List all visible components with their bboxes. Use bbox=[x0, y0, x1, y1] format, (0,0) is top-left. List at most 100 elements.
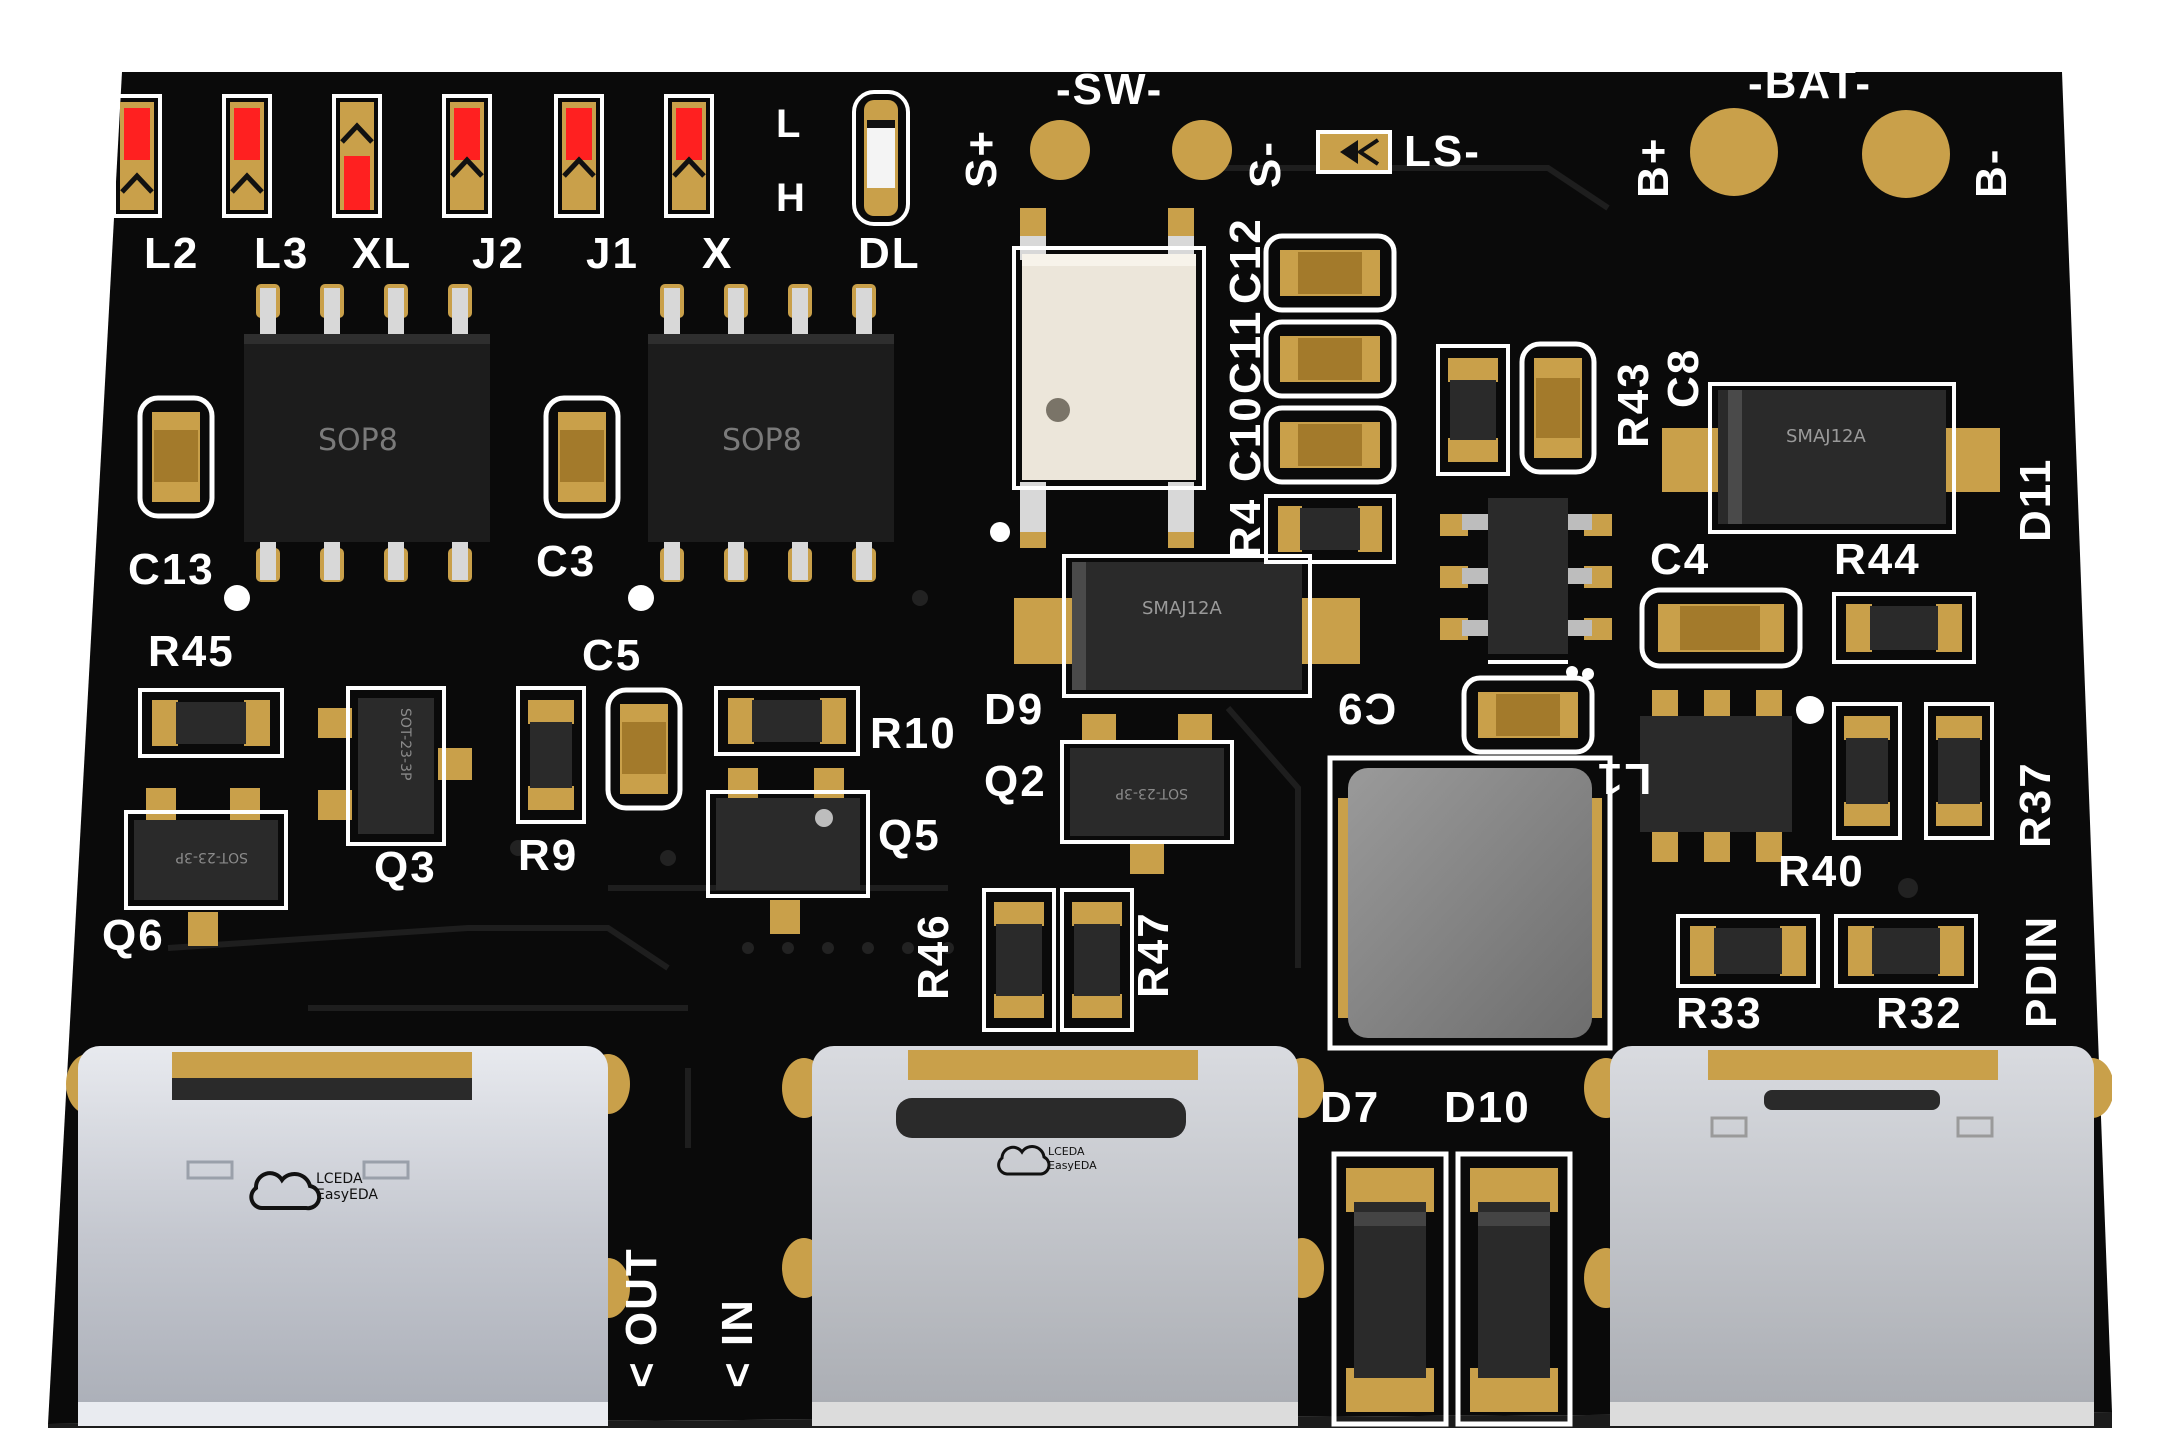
diode-d10 bbox=[1455, 1151, 1573, 1427]
cap-c12 bbox=[1263, 233, 1397, 313]
res-r46-r47 bbox=[982, 888, 1134, 1032]
logo-text-2: EasyEDA bbox=[316, 1187, 378, 1203]
transistor-q5 bbox=[706, 768, 870, 934]
label-d7: D7 bbox=[1320, 1083, 1381, 1132]
label-j2: J2 bbox=[472, 229, 525, 278]
transistor-q3 bbox=[318, 686, 472, 846]
label-d10: D10 bbox=[1444, 1083, 1531, 1132]
logo-text-3: LCEDA bbox=[1048, 1145, 1085, 1158]
label-r45: R45 bbox=[148, 627, 235, 676]
tvs-d9 bbox=[1014, 554, 1360, 698]
label-c13: C13 bbox=[128, 545, 215, 594]
res-r43 bbox=[1436, 344, 1510, 476]
chip-smaj-d11: SMAJ12A bbox=[1786, 426, 1866, 447]
res-r44 bbox=[1832, 592, 1976, 664]
ic-sot6 bbox=[1440, 498, 1612, 680]
res-r4 bbox=[1264, 494, 1396, 564]
label-j1: J1 bbox=[586, 229, 639, 278]
label-xl: XL bbox=[352, 229, 413, 278]
label-c5: C5 bbox=[582, 631, 643, 680]
inductor-l1 bbox=[1327, 755, 1613, 1051]
label-c12: C12 bbox=[1221, 217, 1270, 304]
easyeda-logo-icon bbox=[249, 1171, 322, 1211]
chip-sop8-left: SOP8 bbox=[318, 423, 398, 458]
cap-c8 bbox=[1519, 341, 1597, 475]
easyeda-logo-icon-2 bbox=[997, 1145, 1051, 1176]
res-pair-r37 bbox=[1832, 702, 1994, 840]
label-x: X bbox=[702, 229, 734, 278]
res-r33 bbox=[1676, 914, 1820, 988]
res-r32 bbox=[1834, 914, 1978, 988]
label-in: < IN bbox=[713, 1298, 762, 1388]
transistor-q6 bbox=[124, 788, 288, 946]
label-q3: Q3 bbox=[374, 843, 437, 892]
cap-c13 bbox=[137, 395, 215, 519]
label-r37: R37 bbox=[2011, 761, 2060, 848]
label-d9: D9 bbox=[984, 685, 1045, 734]
label-l3: L3 bbox=[254, 229, 310, 278]
res-r10 bbox=[714, 686, 860, 756]
label-r46: R46 bbox=[909, 913, 958, 1000]
label-q6: Q6 bbox=[102, 911, 165, 960]
label-r10: R10 bbox=[870, 709, 957, 758]
label-q2: Q2 bbox=[984, 757, 1047, 806]
label-l1: L1 bbox=[1596, 754, 1652, 803]
cap-c10 bbox=[1263, 405, 1397, 485]
label-s-plus: S+ bbox=[957, 128, 1006, 188]
sop8-right bbox=[648, 284, 894, 582]
logo-text-1: LCEDA bbox=[316, 1171, 363, 1187]
led-indicators bbox=[112, 90, 910, 226]
label-c4: C4 bbox=[1650, 535, 1711, 584]
chip-sot-q2: SOT-23-3P bbox=[1115, 785, 1188, 801]
label-h: H bbox=[776, 176, 807, 220]
sop8-left bbox=[244, 284, 490, 582]
cap-c5 bbox=[605, 687, 683, 811]
optocoupler bbox=[1012, 208, 1206, 548]
chip-sot-q3: SOT-23-3P bbox=[397, 708, 413, 781]
label-r32: R32 bbox=[1876, 989, 1963, 1038]
usbc-out bbox=[66, 1046, 630, 1426]
label-pdin: PDIN bbox=[2017, 914, 2066, 1028]
label-c3: C3 bbox=[536, 537, 597, 586]
res-r45 bbox=[138, 688, 284, 758]
pcb-board: L2 L3 XL J2 J1 X DL L H -SW- S+ S- LS- -… bbox=[48, 62, 2112, 1428]
cap-c9 bbox=[1461, 675, 1595, 755]
label-c10: C10 bbox=[1221, 395, 1270, 482]
label-r4: R4 bbox=[1221, 497, 1270, 558]
label-c9: C9 bbox=[1336, 684, 1397, 733]
label-out: < OUT bbox=[617, 1247, 666, 1388]
ic-sot5 bbox=[1640, 690, 1824, 862]
tvs-d11 bbox=[1662, 382, 2000, 534]
label-r44: R44 bbox=[1834, 535, 1921, 584]
label-b-minus: B- bbox=[1967, 147, 2016, 198]
label-sw: -SW- bbox=[1056, 65, 1164, 114]
cap-c11 bbox=[1263, 319, 1397, 399]
label-l2: L2 bbox=[144, 229, 200, 278]
label-c8: C8 bbox=[1659, 347, 1708, 408]
usbc-pdin bbox=[1584, 1046, 2112, 1426]
chip-sot-q6: SOT-23-3P bbox=[175, 849, 248, 865]
label-c11: C11 bbox=[1221, 309, 1270, 394]
cap-c4 bbox=[1639, 587, 1803, 669]
usbc-in bbox=[782, 1046, 1324, 1426]
chip-smaj-d9: SMAJ12A bbox=[1142, 598, 1222, 619]
label-r9: R9 bbox=[518, 831, 579, 880]
label-q5: Q5 bbox=[878, 811, 941, 860]
transistor-q2 bbox=[1060, 714, 1234, 874]
cap-c3 bbox=[543, 395, 621, 519]
res-r9 bbox=[516, 686, 586, 824]
label-b-plus: B+ bbox=[1629, 136, 1678, 198]
label-s-minus: S- bbox=[1241, 140, 1290, 188]
label-r33: R33 bbox=[1676, 989, 1763, 1038]
label-r43: R43 bbox=[1609, 361, 1658, 448]
label-r47: R47 bbox=[1129, 911, 1178, 998]
label-l: L bbox=[776, 102, 803, 146]
label-r40: R40 bbox=[1778, 847, 1865, 896]
diode-d7 bbox=[1331, 1151, 1449, 1427]
logo-text-4: EasyEDA bbox=[1048, 1159, 1097, 1172]
pcb-render bbox=[48, 72, 2112, 1428]
chip-sop8-right: SOP8 bbox=[722, 423, 802, 458]
label-d11: D11 bbox=[2011, 457, 2060, 542]
label-bat: -BAT- bbox=[1748, 59, 1873, 108]
label-dl: DL bbox=[858, 229, 921, 278]
